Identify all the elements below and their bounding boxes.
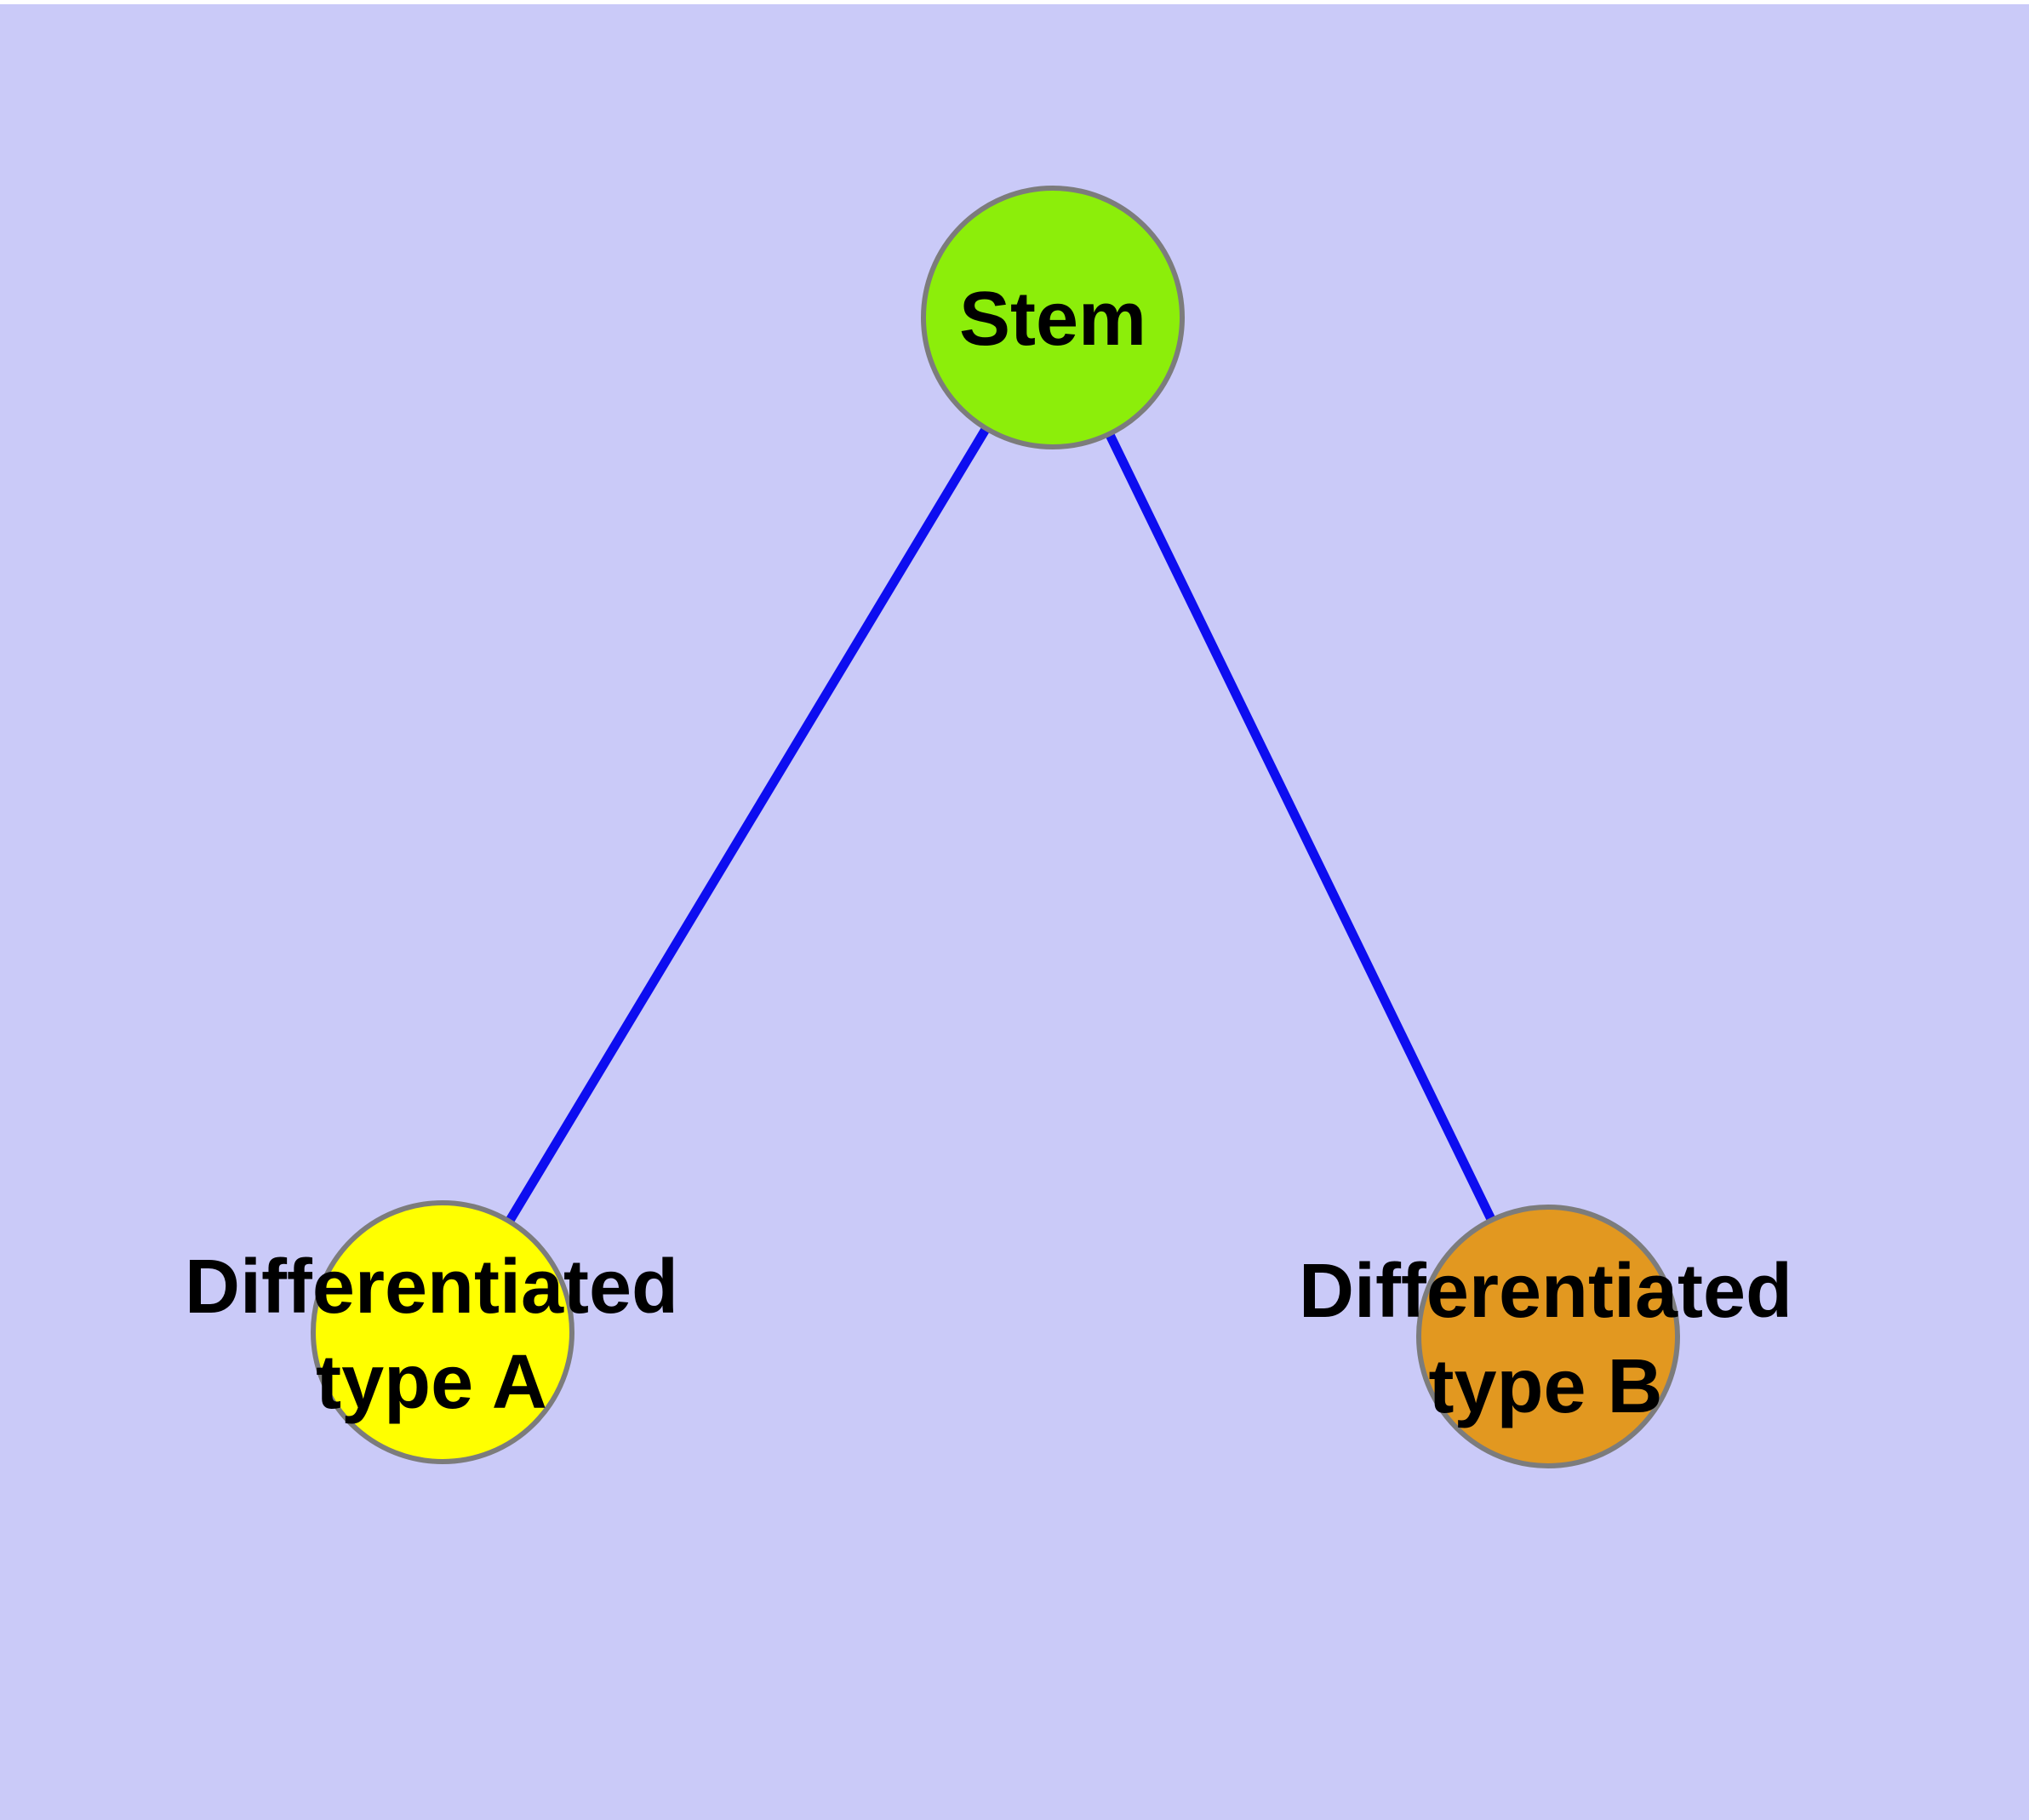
node-differentiated-type-b: Differentiated type B — [1299, 1205, 1792, 1468]
type-b-node-label-line2: type B — [1428, 1344, 1662, 1429]
type-b-node-circle — [1416, 1205, 1680, 1468]
stem-node-circle — [921, 186, 1185, 449]
type-a-node-label-line2: type A — [316, 1340, 547, 1425]
stem-node-label: Stem — [959, 277, 1146, 362]
edge-stem-to-type-a — [437, 312, 1058, 1337]
node-stem: Stem — [921, 186, 1185, 449]
type-b-node-label-line1: Differentiated — [1299, 1249, 1792, 1334]
type-a-node-circle — [311, 1200, 574, 1464]
node-differentiated-type-a: Differentiated type A — [185, 1200, 678, 1464]
edge-stem-to-type-b — [1048, 312, 1553, 1342]
type-a-node-label-line1: Differentiated — [185, 1245, 678, 1330]
